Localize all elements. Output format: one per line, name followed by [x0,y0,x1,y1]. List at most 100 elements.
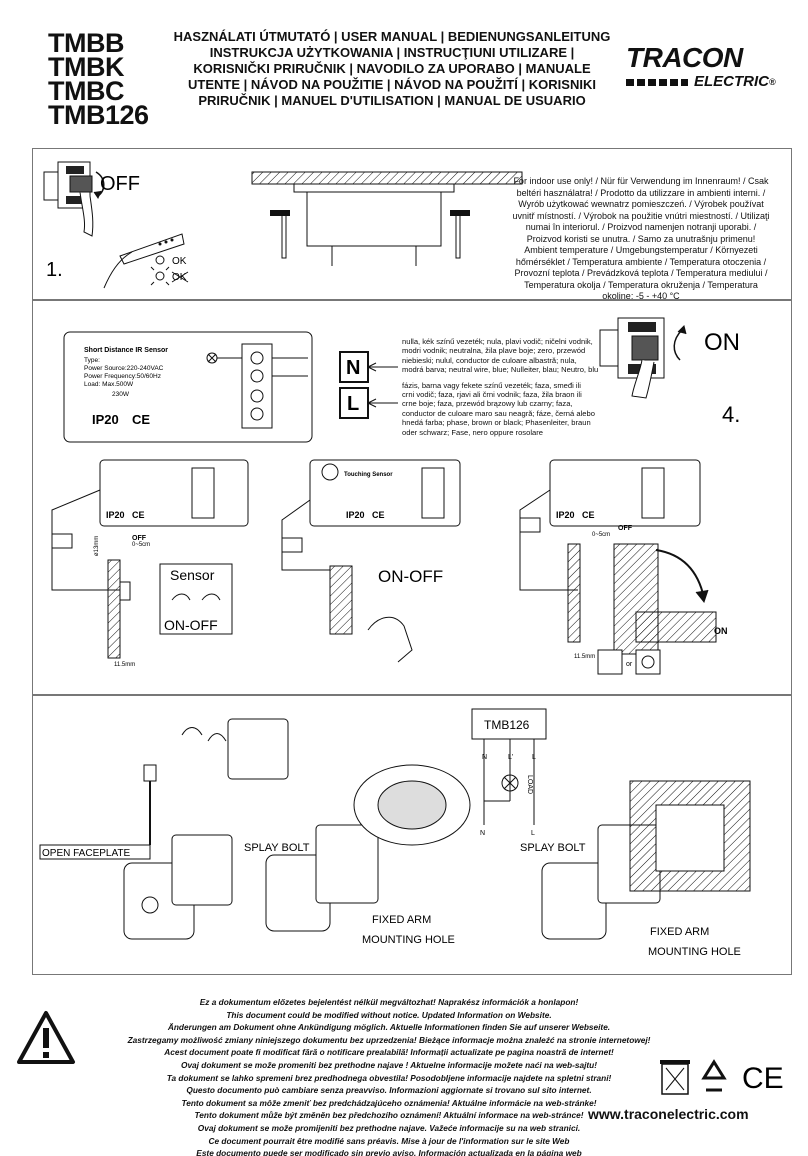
dim-13: ø13mm [94,536,100,556]
breaker-switch [69,175,93,193]
touch-pad-icon [321,463,339,481]
wave-hand-icon [171,593,221,601]
ceiling-hatch [251,171,523,185]
module-type: Type: [84,357,100,364]
neutral-box [339,351,369,383]
terminal-block [421,467,445,519]
title-line: HASZNÁLATI ÚTMUTATÓ | USER MANUAL | BEDI… [173,29,611,44]
step1-illustration: OFF OK OK 1. [43,161,523,289]
off-label: OFF [132,535,147,542]
note-line: Proizvod koristi se unutra. / Samo za un… [526,233,756,244]
module-title: Short Distance IR Sensor [84,347,168,354]
note-line: Ambient temperature / Umgebungstemperatu… [524,245,758,255]
note-line: uvnitř místností. / Výrobok na použitie … [512,210,770,221]
ce-mark-small: CE [132,412,150,427]
logo-brand: TRACON [626,42,743,73]
mounting-panel [32,695,792,975]
wire-color-note: nulla, kék színű vezeték; nula, plavi vo… [402,337,599,437]
sensor-label: Sensor [170,567,215,583]
model-list: TMBB TMBK TMBC TMB126 [48,28,149,129]
note-line: For indoor use only! / Nür für Verwendun… [513,176,769,186]
note-line: Wyrób użytkować wewnatrz pomieszczeń. / … [518,199,764,209]
title-line: INSTRUKCJA UŻYTKOWANIA | INSTRUCŢIUNI UT… [209,45,575,60]
wall-hatch [567,543,581,643]
touch-hand-icon [367,616,413,663]
wall-hatch [107,559,121,659]
n-terminal: N [482,754,487,761]
manual-title: HASZNÁLATI ÚTMUTATÓ | USER MANUAL | BEDI… [162,29,622,109]
label-frame [39,844,151,860]
cross-icon [171,271,189,283]
off-label: OFF [618,525,633,532]
step-number-4: 4. [722,402,740,427]
neutral-letter: N [346,357,360,379]
mounting-hole-label: MOUNTING HOLE [648,946,741,958]
phase-letter: L [347,393,359,415]
arrow-left-icon [367,362,398,372]
sensor-flange [293,183,455,193]
voltage-tester-icon [119,233,185,265]
ce-mark-small: CE [582,510,595,520]
arrow-left-icon [367,398,398,408]
switch-icon [635,649,661,675]
connector-icon [281,537,303,553]
load-lamp-icon [501,774,519,792]
splay-bolt-label: SPLAY BOLT [520,842,586,854]
terminal-screw-icon [250,369,264,383]
title-line: UTENTE | NÁVOD NA POUŽITIE | NÁVOD NA PO… [188,77,596,92]
breaker-switch [631,335,659,361]
switch-mechanism-icon [171,834,233,906]
ce-mark-small: CE [372,510,385,520]
dim-05: 0~5cm [592,532,610,538]
compliance-icons: CE [660,1059,784,1095]
module-watt: 230W [112,391,130,398]
module-load: Load: Max.500W [84,381,134,388]
website-url: www.traconelectric.com [588,1106,749,1122]
ip-rating: IP20 [92,412,119,427]
fixed-arm-label: FIXED ARM [650,926,709,938]
module-source: Power Source:220-240VAC [84,365,164,372]
note-line: Provozní teplota / Prevádzková teplota /… [514,268,768,278]
installation-panel-top [32,148,792,300]
wheelie-bin-icon [660,1060,690,1095]
model-name: TMBB [48,28,124,58]
terminal-block [241,343,273,429]
terminal-block [641,467,665,519]
off-label: OFF [100,173,140,195]
ip-rating: IP20 [346,510,365,520]
terminal-screw-icon [250,351,264,365]
disclaimer: Ez a dokumentum előzetes bejelentést nél… [127,997,651,1156]
brand-logo: TRACON ELECTRIC® [626,44,786,90]
or-label: or [626,661,633,668]
sensor-cable [519,489,578,591]
sensor-cable [51,489,122,591]
tmb126-box [471,708,547,740]
wiring-illustration: Short Distance IR Sensor Type: Power Sou… [51,317,740,675]
hand-icon [79,191,94,237]
splay-bolt-label: SPLAY BOLT [244,842,310,854]
door-swing-arrow-icon [655,549,705,599]
logo-dashes [626,78,688,86]
wall-plate-icon [227,718,289,780]
logo-sub: ELECTRIC® [694,73,776,90]
ok-label: OK [172,256,187,267]
switch-icon [597,649,623,675]
warning-icon [17,1011,75,1064]
wave-hand-icon [181,727,227,742]
recycle-icon [701,1059,727,1092]
sensor-head-icon [119,581,131,601]
mounting-hole-label: MOUNTING HOLE [362,934,455,946]
note-line: Temperatura okolja / Temperatura okružen… [524,279,758,290]
on-label: ON [714,626,728,636]
title-line: PRIRUČNIK | MANUEL D'UTILISATION | MANUA… [198,93,586,108]
mounting-illustration: OPEN FACEPLATE SPLAY BOLT FIXED ARM MOUN… [39,708,751,958]
faceplate-icon [541,862,607,940]
screw-right-icon [450,210,470,216]
connector-icon [51,533,73,549]
sensor-body [306,191,442,247]
note-line: okoline: -5 - +40 °C [602,291,680,301]
ce-mark-small: CE [132,510,145,520]
note-line: beltéri használatra! / Prodotto da utili… [516,187,766,198]
title-line: KORISNIČKI PRIRUČNIK | NAVODILO ZA UPORA… [193,61,591,76]
terminal-screw-icon [250,407,264,421]
